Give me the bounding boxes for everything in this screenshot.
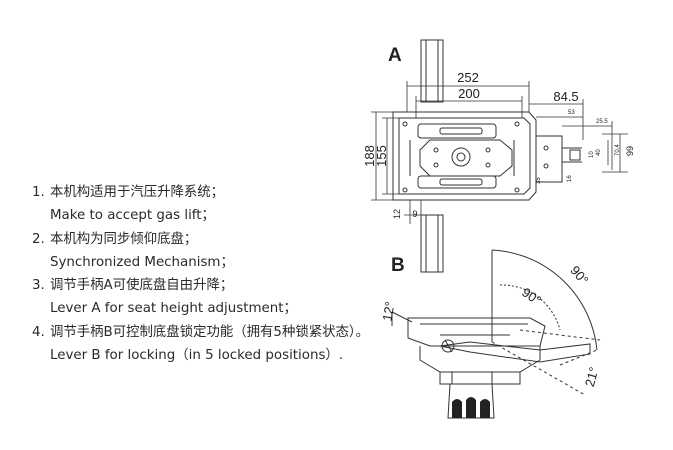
note-1: 1. 本机构适用于汽压升降系统； Make to accept gas lift…: [32, 181, 377, 228]
side-view: [391, 249, 601, 419]
view-label-a: A: [388, 45, 402, 66]
top-view: [392, 39, 582, 273]
angle-21: 21°: [582, 365, 602, 388]
angle-12: 12°: [379, 300, 397, 322]
lever-housing: [535, 135, 563, 183]
note-3: 3. 调节手柄A可使底盘自由升降； Lever A for seat heigh…: [32, 274, 377, 321]
rail-bottom: [420, 214, 444, 273]
angle-90-inner: 90°: [519, 285, 544, 309]
gas-lift: [447, 383, 495, 419]
note-english: Lever A for seat height adjustment；: [50, 301, 297, 317]
dim-25-5: 25.5: [596, 119, 608, 125]
dim-200: 200: [458, 86, 480, 101]
small-dimension-labels: 53 25.5 99 70.4 40 10 16 35: [536, 110, 635, 184]
view-label-b: B: [391, 255, 405, 276]
dim-252: 252: [457, 70, 479, 85]
note-number: 2.: [32, 231, 45, 247]
gas-lift-hole: [451, 147, 471, 167]
note-number: 3.: [32, 278, 45, 294]
feature-notes: 1. 本机构适用于汽压升降系统； Make to accept gas lift…: [32, 181, 377, 367]
note-chinese: 本机构为同步倾仰底盘；: [50, 231, 198, 247]
note-english: Make to accept gas lift；: [50, 208, 215, 224]
dim-99: 99: [625, 146, 635, 156]
dim-9: 9: [412, 209, 417, 219]
top-dimension-labels: 252 200 84.5 188 155 12 9: [362, 70, 579, 219]
note-2: 2. 本机构为同步倾仰底盘； Synchronized Mechanism；: [32, 228, 377, 275]
side-angle-labels: 90° 90° 12° 21°: [379, 263, 601, 389]
note-english: Lever B for locking（in 5 locked position…: [50, 348, 344, 364]
dim-70-4: 70.4: [615, 144, 621, 156]
tilt-arc-outer: [491, 249, 598, 351]
dim-84-5: 84.5: [553, 89, 578, 104]
dim-155: 155: [374, 145, 389, 167]
lever-b: [439, 341, 591, 363]
dim-53: 53: [568, 110, 575, 116]
note-4: 4. 调节手柄B可控制底盘锁定功能（拥有5种锁紧状态）。 Lever B for…: [32, 321, 377, 368]
rail-top: [420, 39, 444, 103]
dim-10: 10: [589, 151, 595, 158]
dim-35: 35: [536, 177, 542, 184]
tilt-arc-inner: [499, 284, 561, 331]
angle-90-outer: 90°: [567, 263, 591, 288]
top-dimension-lines: [371, 81, 628, 224]
dim-12: 12: [392, 209, 402, 219]
dim-16: 16: [567, 175, 573, 182]
note-number: 4.: [32, 324, 45, 340]
dim-40: 40: [596, 149, 602, 156]
note-chinese: 调节手柄A可使底盘自由升降；: [50, 278, 234, 294]
note-number: 1.: [32, 185, 45, 200]
note-english: Synchronized Mechanism；: [50, 254, 234, 270]
note-chinese: 调节手柄B可控制底盘锁定功能（拥有5种锁紧状态）。: [50, 324, 369, 340]
note-chinese: 本机构适用于汽压升降系统；: [50, 185, 225, 200]
seat-plate: [407, 317, 546, 347]
dim-188: 188: [362, 145, 377, 167]
gas-lift-ribs: [452, 397, 490, 418]
